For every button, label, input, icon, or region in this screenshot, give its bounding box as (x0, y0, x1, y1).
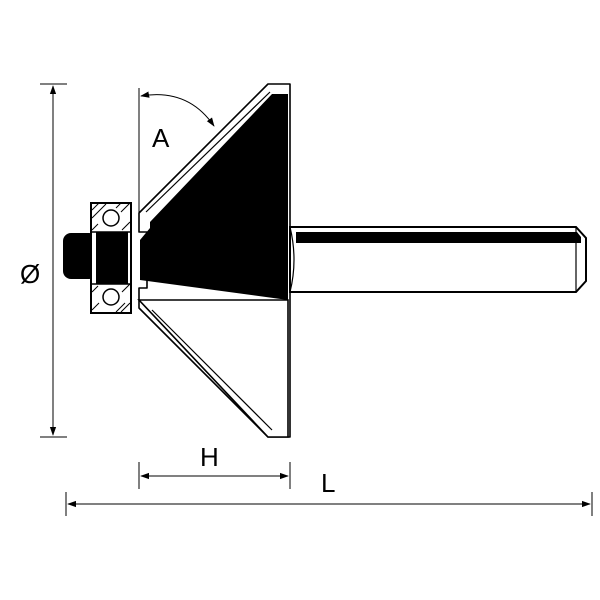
bearing-assembly (63, 202, 132, 314)
angle-dimension: A (138, 88, 215, 213)
diameter-label: Ø (20, 259, 40, 289)
diameter-dimension: Ø (20, 83, 67, 438)
bearing-ball-upper (102, 209, 120, 227)
bearing-bore (96, 232, 128, 284)
height-label: H (200, 442, 219, 472)
cutter-lower-face (137, 299, 289, 438)
cutter-upper-inner-edge (145, 91, 271, 213)
bearing-lower-hatch (91, 283, 131, 313)
pilot-pin (63, 233, 97, 279)
shank-top-band (296, 232, 581, 243)
shank (289, 226, 587, 293)
angle-label: A (152, 123, 170, 153)
angle-arc (140, 91, 215, 127)
length-label: L (321, 468, 335, 498)
length-dimension: L (65, 468, 593, 516)
shank-neck (289, 226, 295, 293)
cutter-head (137, 83, 291, 438)
cutter-lower-inner-edge (151, 309, 273, 431)
bearing-ball-lower (102, 288, 120, 306)
cutter-core (140, 94, 288, 300)
height-dimension: H (138, 442, 291, 489)
bearing-upper-hatch (91, 202, 131, 231)
